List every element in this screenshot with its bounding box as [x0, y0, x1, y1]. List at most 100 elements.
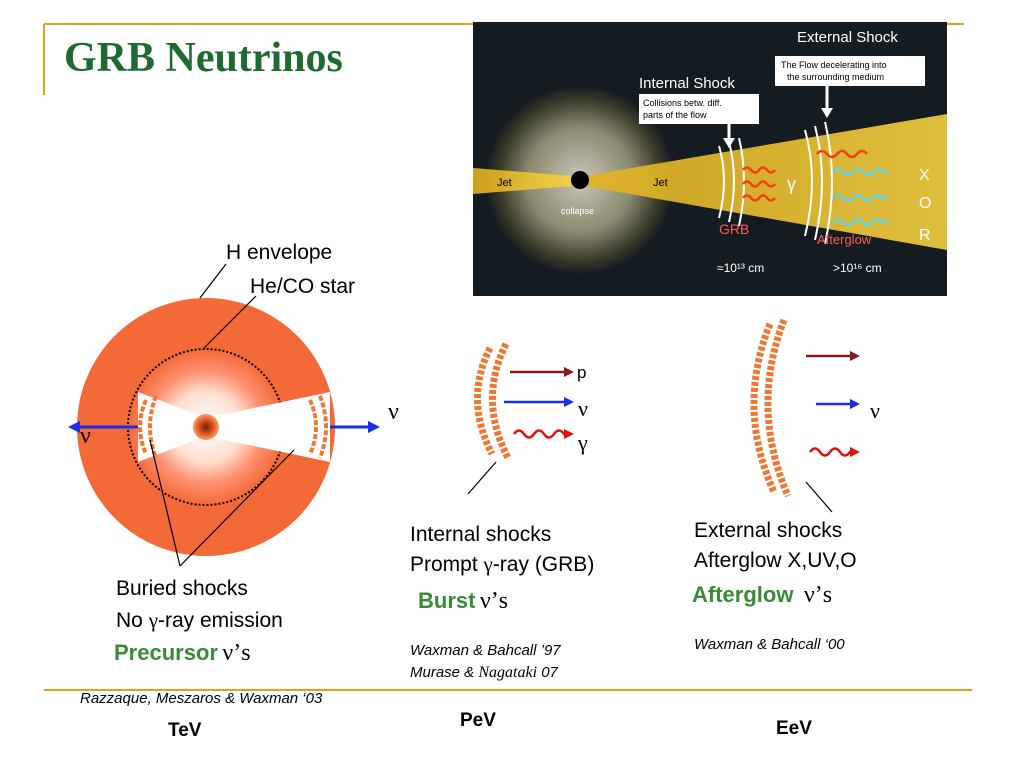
- external-callout-arrowhead: [821, 108, 833, 118]
- internal-shell-2: [728, 141, 735, 223]
- proton-label: p: [577, 363, 587, 382]
- external-shell-outer: [750, 322, 778, 494]
- energy-pev: PeV: [460, 710, 496, 731]
- energy-eev: EeV: [776, 718, 812, 739]
- buried-shock-diagram: [68, 263, 380, 567]
- photon-wave-external: [808, 447, 854, 457]
- internal-shell-inner: [489, 342, 512, 460]
- external-shell-inner: [764, 318, 792, 498]
- external-shell-1: [804, 129, 813, 237]
- shock-pointer-left: [149, 439, 181, 567]
- neutrino-arrowhead-external: [850, 399, 860, 409]
- page-title: GRB Neutrinos: [64, 35, 343, 81]
- jet-cavity-left: [138, 392, 206, 462]
- neutrino-label: ν: [578, 396, 588, 421]
- gamma-label: γ: [578, 430, 588, 455]
- neutrino-label-external: ν: [870, 398, 880, 423]
- external-shell-2: [814, 125, 823, 241]
- energy-tev: TeV: [168, 720, 202, 741]
- buried-shell-left-2: [148, 395, 158, 459]
- buried-shocks-line: Buried shocks: [116, 577, 248, 600]
- proton-arrowhead-external: [850, 351, 860, 361]
- neutrino-symbol-right: ν: [388, 399, 399, 425]
- external-shock-label: External Shock: [797, 29, 898, 46]
- h-envelope-pointer: [199, 263, 227, 299]
- precursor-nu-suffix: ν’s: [222, 640, 251, 666]
- burst-ref2-prefix: Murase &: [410, 664, 479, 681]
- prompt-gamma-symbol: γ: [483, 552, 493, 576]
- burst-line: Burst ν’s: [418, 588, 508, 615]
- band-r-label: R: [919, 227, 931, 244]
- neutrino-arrowhead-right: [368, 421, 380, 433]
- prompt-gamma-line: Prompt γ-ray (GRB): [410, 552, 595, 576]
- heco-star-label: He/CO star: [250, 275, 356, 298]
- no-gamma-line: No γ-ray emission: [116, 609, 283, 632]
- band-o-label: O: [919, 195, 931, 212]
- internal-shock-diagram: [467, 342, 574, 495]
- external-pointer: [805, 481, 833, 513]
- gamma-wave-1: [742, 166, 776, 174]
- jet-left-label: Jet: [497, 177, 512, 189]
- internal-shell-1: [718, 145, 725, 219]
- prompt-suffix: -ray (GRB): [492, 553, 595, 576]
- burst-ref2-suffix: 07: [537, 664, 558, 681]
- gamma-arrowhead: [564, 429, 574, 439]
- afterglow-label: Afterglow: [692, 582, 794, 607]
- band-x-label: X: [919, 167, 930, 184]
- internal-shocks-line: Internal shocks: [410, 523, 552, 546]
- external-shocks-line: External shocks: [694, 519, 843, 542]
- afterglow-wave-o: [832, 193, 889, 203]
- grb-label: GRB: [719, 221, 749, 237]
- heco-star-pointer: [203, 295, 257, 349]
- afterglow-bands-line: Afterglow X,UV,O: [694, 549, 857, 572]
- burst-ref2-name: Nagataki: [478, 664, 538, 681]
- precursor-label: Precursor: [114, 640, 218, 665]
- buried-shell-left-1: [138, 399, 148, 455]
- precursor-reference: Razzaque, Meszaros & Waxman ‘03: [80, 690, 323, 707]
- grb-shock-illustration: External Shock The Flow decelerating int…: [473, 22, 947, 296]
- gamma-label: γ: [787, 174, 796, 194]
- buried-shell-right-2: [318, 395, 328, 459]
- jet-right-label: Jet: [653, 177, 668, 189]
- afterglow-nu-suffix: ν’s: [803, 582, 833, 608]
- afterglow-reference: Waxman & Bahcall ‘00: [694, 636, 845, 653]
- internal-shock-note-1: Collisions betw. diff.: [643, 98, 722, 108]
- internal-shell-3: [738, 137, 745, 227]
- internal-pointer: [467, 461, 497, 495]
- afterglow-label: Afterglow: [817, 232, 872, 247]
- distance-internal-label: ≈10¹³ cm: [717, 261, 764, 275]
- external-shock-note-1: The Flow decelerating into: [781, 60, 887, 70]
- internal-shock-note-2: parts of the flow: [643, 110, 707, 120]
- gamma-wave: [512, 429, 570, 439]
- jet-cavity-right: [206, 392, 330, 462]
- external-shell-3: [824, 121, 833, 245]
- shock-pointer-right: [179, 449, 295, 567]
- precursor-line: Precursor ν’s: [114, 640, 251, 667]
- afterglow-line: Afterglow ν’s: [692, 582, 832, 609]
- burst-label: Burst: [418, 588, 476, 613]
- buried-shell-right-1: [308, 399, 318, 455]
- no-gamma-prefix: No: [116, 609, 149, 632]
- external-shock-note-2: the surrounding medium: [787, 72, 884, 82]
- burst-reference-2: Murase & Nagataki 07: [410, 664, 558, 682]
- burst-reference-1: Waxman & Bahcall ’97: [410, 642, 561, 659]
- gamma-wave-2: [742, 180, 776, 188]
- neutrino-symbol-left: ν: [80, 423, 91, 449]
- jet-cone-left: [473, 168, 573, 194]
- internal-shock-label: Internal Shock: [639, 75, 735, 92]
- no-gamma-suffix: -ray emission: [157, 609, 283, 632]
- photon-arrowhead-external: [850, 447, 860, 457]
- afterglow-wave-r: [832, 217, 889, 227]
- prompt-prefix: Prompt: [410, 553, 484, 576]
- proton-arrowhead: [564, 367, 574, 377]
- central-black-hole: [571, 171, 589, 189]
- distance-external-label: >10¹⁶ cm: [833, 261, 882, 275]
- h-envelope-label: H envelope: [226, 241, 333, 264]
- neutrino-arrowhead: [564, 397, 574, 407]
- internal-shock-note-box: [639, 94, 759, 124]
- external-shock-note-box: [775, 56, 925, 86]
- internal-callout-arrowhead: [723, 138, 735, 148]
- gamma-wave-3: [742, 194, 776, 202]
- central-core: [193, 414, 219, 440]
- burst-nu-suffix: ν’s: [479, 588, 509, 614]
